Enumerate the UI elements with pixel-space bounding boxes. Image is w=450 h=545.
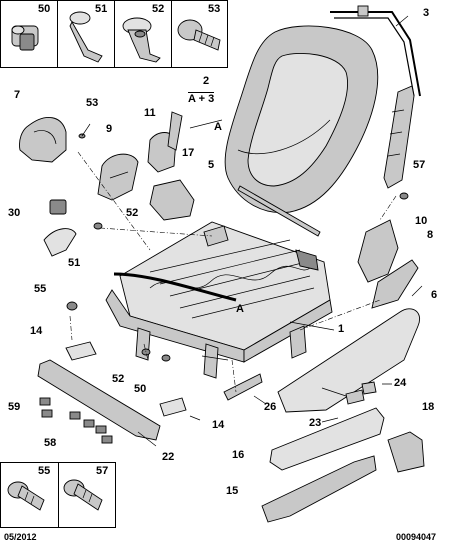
callout-6: 6	[431, 289, 438, 301]
box-label-52: 52	[152, 3, 165, 15]
callout-30: 30	[8, 207, 21, 219]
clip-part-50	[11, 25, 39, 51]
clip-part-50b	[161, 354, 171, 362]
grommet-part-52b	[141, 348, 151, 356]
callout-52-upper: 52	[126, 207, 139, 219]
callout-23: 23	[309, 417, 322, 429]
callout-a-seatback: A	[214, 121, 222, 133]
part-cell-55	[1, 463, 59, 527]
callout-52-lower: 52	[112, 373, 125, 385]
trim-part-18	[387, 431, 425, 473]
footer-date: 05/2012	[4, 532, 37, 542]
clip-part-30	[49, 199, 67, 215]
trim-part-16	[269, 407, 385, 471]
bolt-part-55	[7, 481, 45, 511]
top-parts-box	[0, 0, 228, 68]
box-label-51: 51	[95, 3, 108, 15]
bracket-part-9	[97, 153, 139, 201]
callout-2: 2	[203, 75, 210, 87]
part-24	[361, 381, 377, 395]
callout-17: 17	[182, 147, 195, 159]
trim-part-10	[357, 219, 399, 283]
screw-part-57	[399, 192, 409, 200]
cover-part-14a	[65, 341, 97, 361]
trim-part-8	[371, 259, 419, 309]
callout-15: 15	[226, 485, 239, 497]
callout-14-lower: 14	[212, 419, 225, 431]
callout-a-cushion: A	[236, 303, 244, 315]
bolt-part-57	[63, 479, 103, 511]
bottom-parts-box	[0, 462, 116, 528]
callout-1: 1	[338, 323, 345, 335]
screw-part-53	[177, 19, 221, 51]
callout-55: 55	[34, 283, 47, 295]
alignment-lines	[69, 151, 397, 393]
callout-51: 51	[68, 257, 81, 269]
callout-10: 10	[415, 215, 428, 227]
callout-14-upper: 14	[30, 325, 43, 337]
callout-24: 24	[394, 377, 407, 389]
callout-18: 18	[422, 401, 435, 413]
callout-59: 59	[8, 401, 21, 413]
callout-9: 9	[106, 123, 113, 135]
leader-lines	[81, 15, 423, 447]
grommet-part-52a	[93, 222, 103, 230]
panel-part-17	[149, 179, 195, 221]
callout-11: 11	[144, 107, 156, 119]
cover-part-14b	[159, 397, 187, 417]
box-label-57: 57	[96, 465, 109, 477]
callout-26: 26	[264, 401, 277, 413]
callout-16: 16	[232, 449, 245, 461]
fastener-group-59	[39, 397, 53, 418]
callout-7: 7	[14, 89, 21, 101]
grommet-part-52	[122, 17, 161, 63]
box-label-55: 55	[38, 465, 51, 477]
part-23	[345, 389, 365, 405]
strap-51	[113, 272, 237, 302]
part-cell-50	[1, 1, 58, 67]
cover-part-11	[147, 111, 183, 173]
box-label-53: 53	[208, 3, 221, 15]
part-cell-52	[115, 1, 172, 67]
cover-part-7	[19, 117, 67, 163]
rod-part-5	[237, 185, 321, 237]
footer-reference: 00094047	[396, 532, 437, 542]
screw-part-55	[66, 301, 78, 311]
trim-part-15	[261, 455, 377, 523]
bracket-part-30b	[43, 228, 77, 257]
strap-part-51	[69, 11, 103, 63]
callout-57-right: 57	[413, 159, 426, 171]
rail-cover-22	[37, 359, 161, 441]
fastener-group-58	[69, 411, 113, 444]
callout-58: 58	[44, 437, 57, 449]
part-cell-51	[58, 1, 115, 67]
callout-50: 50	[134, 383, 147, 395]
callout-53: 53	[86, 97, 99, 109]
callout-3: 3	[423, 7, 430, 19]
seatback-frame	[330, 5, 421, 189]
seatback-foam	[224, 25, 379, 214]
callout-5: 5	[208, 159, 215, 171]
callout-22: 22	[162, 451, 175, 463]
seat-cushion-frame	[105, 221, 333, 379]
callout-8: 8	[427, 229, 434, 241]
callout-a-plus-3: A + 3	[188, 92, 215, 105]
part-26	[223, 373, 263, 401]
box-label-50: 50	[38, 3, 51, 15]
